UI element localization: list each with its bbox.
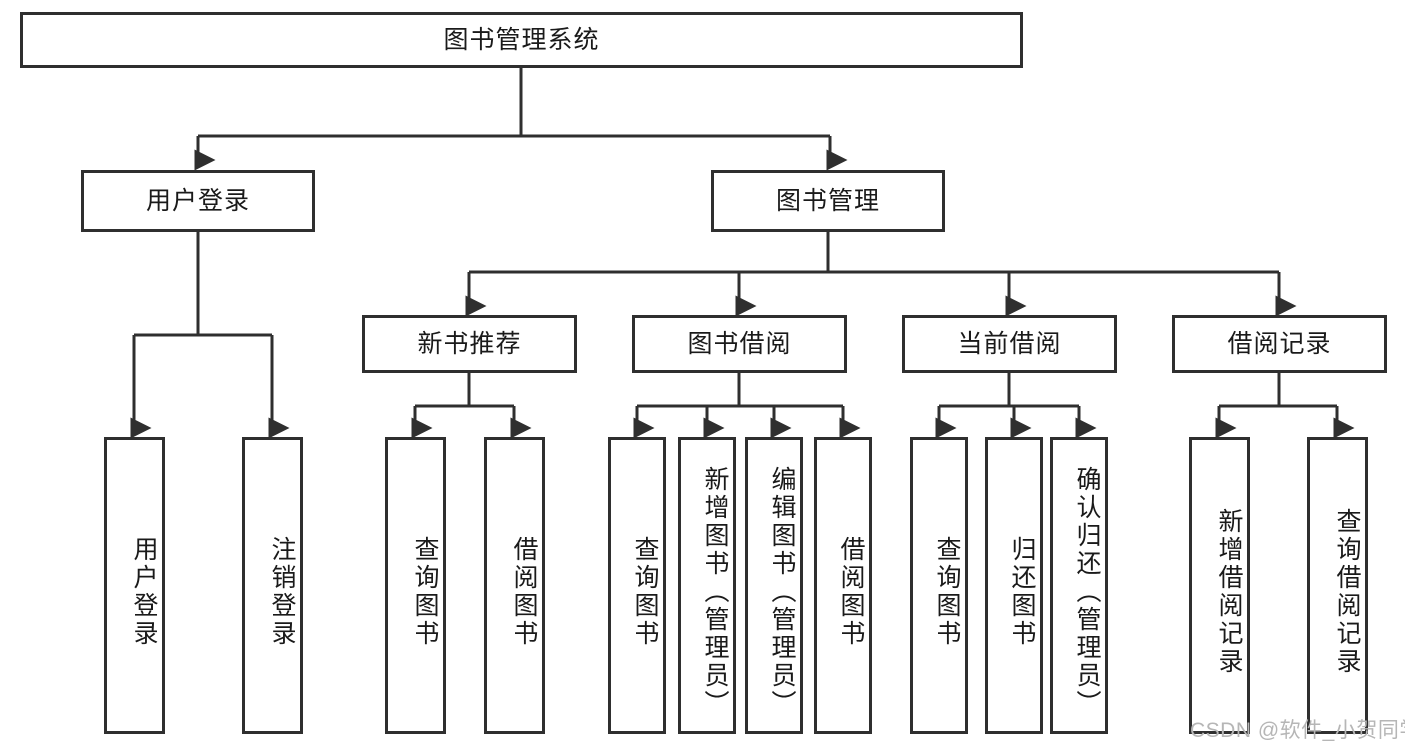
leaf-label: 借阅图书 [510,535,538,648]
leaf-label: 借阅图书 [837,535,865,648]
leaf-add-borrow-record[interactable]: 新增借阅记录 [1189,437,1250,734]
node-new-book-recommendation[interactable]: 新书推荐 [362,315,577,373]
node-label: 新书推荐 [417,330,522,358]
leaf-label: 查询借阅记录 [1333,507,1361,676]
leaf-label: 查询图书 [411,535,439,648]
leaf-search-books-current[interactable]: 查询图书 [910,437,968,734]
leaf-return-books[interactable]: 归还图书 [985,437,1043,734]
leaf-borrow-books[interactable]: 借阅图书 [814,437,872,734]
leaf-label: 新增借阅记录 [1215,507,1243,676]
leaf-label: 注销登录 [268,535,296,648]
node-label: 当前借阅 [957,330,1062,358]
node-label: 用户登录 [145,187,250,215]
node-book-borrow[interactable]: 图书借阅 [632,315,847,373]
leaf-label: 查询图书 [933,535,961,648]
leaf-label: 确认归还（管理员） [1073,465,1101,718]
node-root-system[interactable]: 图书管理系统 [20,12,1023,68]
csdn-watermark: CSDN @软件_小贺同学 [1190,719,1405,742]
node-borrow-records[interactable]: 借阅记录 [1172,315,1387,373]
node-current-borrow[interactable]: 当前借阅 [902,315,1117,373]
node-label: 图书管理系统 [443,26,600,54]
node-label: 借阅记录 [1227,330,1332,358]
leaf-label: 归还图书 [1008,535,1036,648]
leaf-search-borrow-record[interactable]: 查询借阅记录 [1307,437,1368,734]
leaf-search-books-borrow[interactable]: 查询图书 [608,437,666,734]
node-user-login[interactable]: 用户登录 [81,170,315,232]
node-book-management[interactable]: 图书管理 [711,170,945,232]
leaf-label: 查询图书 [631,535,659,648]
leaf-add-book-admin[interactable]: 新增图书（管理员） [678,437,736,734]
leaf-label: 编辑图书（管理员） [768,465,796,718]
leaf-edit-book-admin[interactable]: 编辑图书（管理员） [745,437,803,734]
leaf-borrow-books-newbook[interactable]: 借阅图书 [484,437,545,734]
node-label: 图书借阅 [687,330,792,358]
leaf-confirm-return-admin[interactable]: 确认归还（管理员） [1050,437,1108,734]
leaf-label: 用户登录 [130,535,158,648]
leaf-search-books-newbook[interactable]: 查询图书 [385,437,446,734]
leaf-logout[interactable]: 注销登录 [242,437,303,734]
node-label: 图书管理 [775,187,880,215]
leaf-user-login[interactable]: 用户登录 [104,437,165,734]
leaf-label: 新增图书（管理员） [701,465,729,718]
